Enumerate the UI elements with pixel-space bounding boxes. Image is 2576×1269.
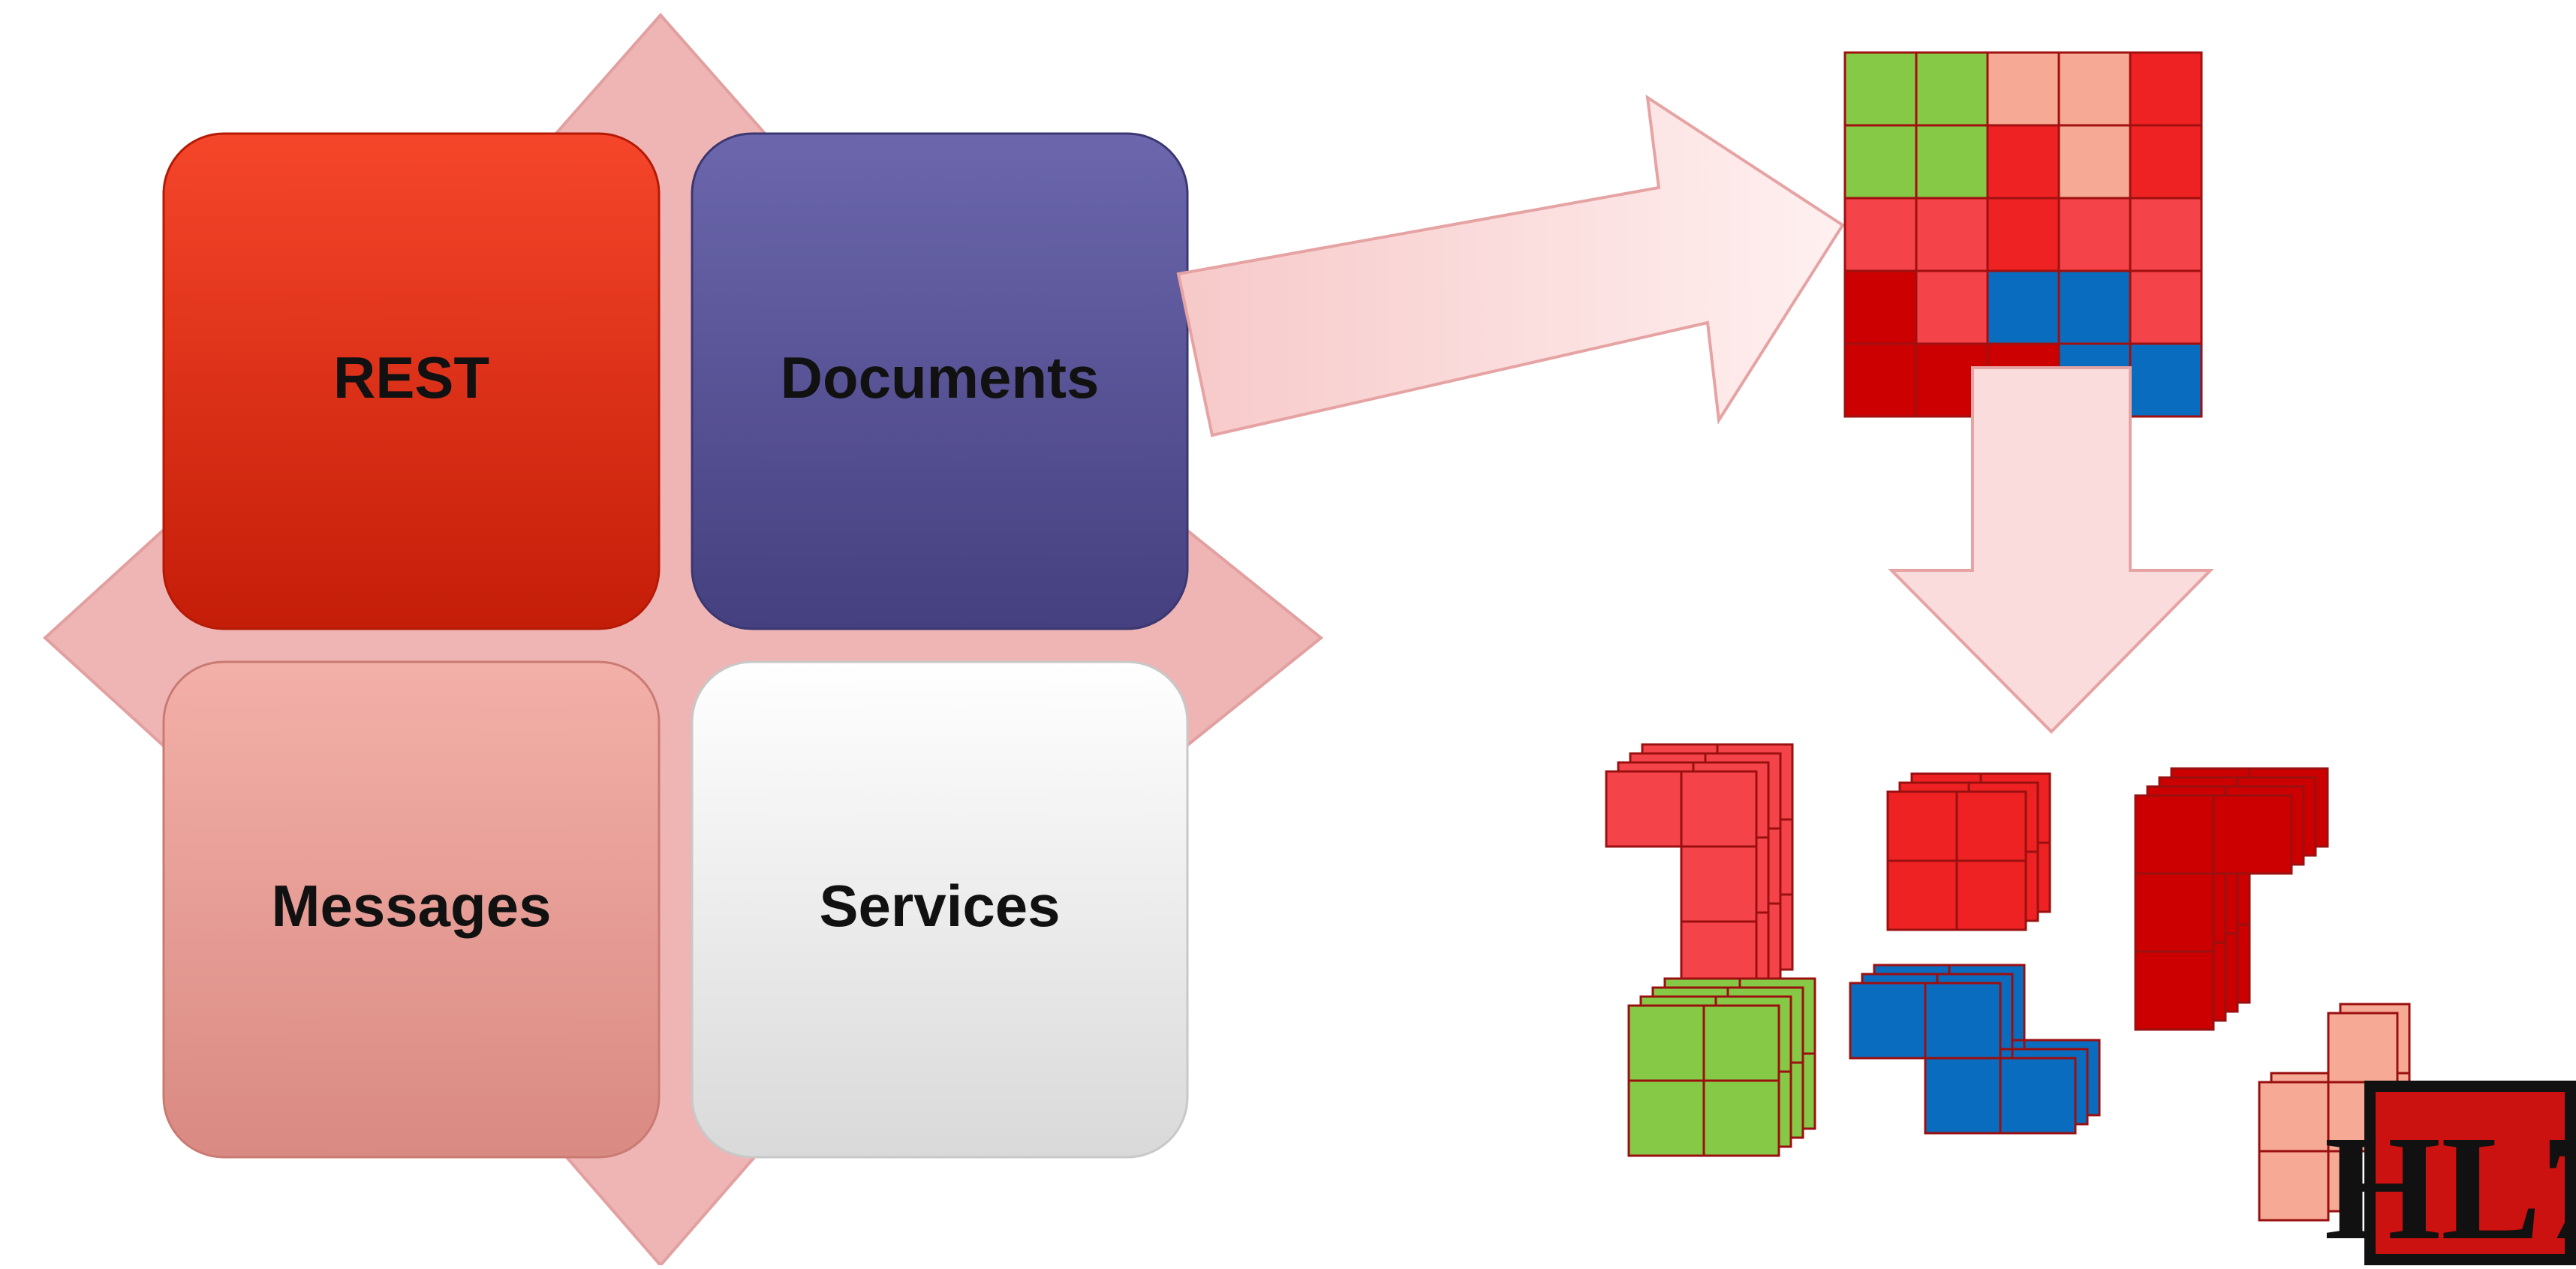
grid-cell [2057,124,2132,200]
grid-cell [1986,124,2060,200]
red-square-block [1886,772,2051,931]
right-arrow-icon [1176,94,1845,438]
grid-cell [2129,269,2203,345]
grid-cell [1915,269,1989,345]
rest-label: REST [333,344,489,410]
services-tile: Services [691,660,1189,1159]
grid-cell [2057,51,2132,127]
documents-label: Documents [781,344,1100,410]
services-label: Services [820,873,1061,939]
messages-tile: Messages [162,660,661,1159]
grid-cell [1986,51,2060,127]
documents-tile: Documents [691,132,1189,630]
resource-blocks [1605,743,2411,1222]
red-l-block [1605,743,1794,998]
down-arrow-icon [1888,366,2214,734]
grid-cell [2129,124,2203,200]
grid-cell [2129,197,2203,272]
grid-cell [1915,197,1989,272]
hl7-logo: HL7 [2325,1081,2576,1269]
grid-cell [1986,197,2060,272]
grid-cell [1843,269,1918,345]
messages-label: Messages [272,873,552,939]
resource-grid [1843,51,2203,418]
slide-title-fragment [0,0,2576,8]
grid-cell [2057,197,2132,272]
grid-cell [2129,342,2203,418]
hl7-logo-text: HL7 [2325,1105,2576,1265]
grid-cell [2057,269,2132,345]
rest-tile: REST [162,132,661,630]
grid-cell [1843,197,1918,272]
grid-cell [2129,51,2203,127]
blue-s-block [1849,964,2101,1135]
grid-cell [1843,342,1918,418]
darkred-l-block [2134,767,2329,1031]
grid-cell [1843,124,1918,200]
grid-cell [1986,269,2060,345]
green-square-block [1627,977,1816,1157]
grid-cell [1843,51,1918,127]
grid-cell [1915,51,1989,127]
grid-cell [1915,124,1989,200]
